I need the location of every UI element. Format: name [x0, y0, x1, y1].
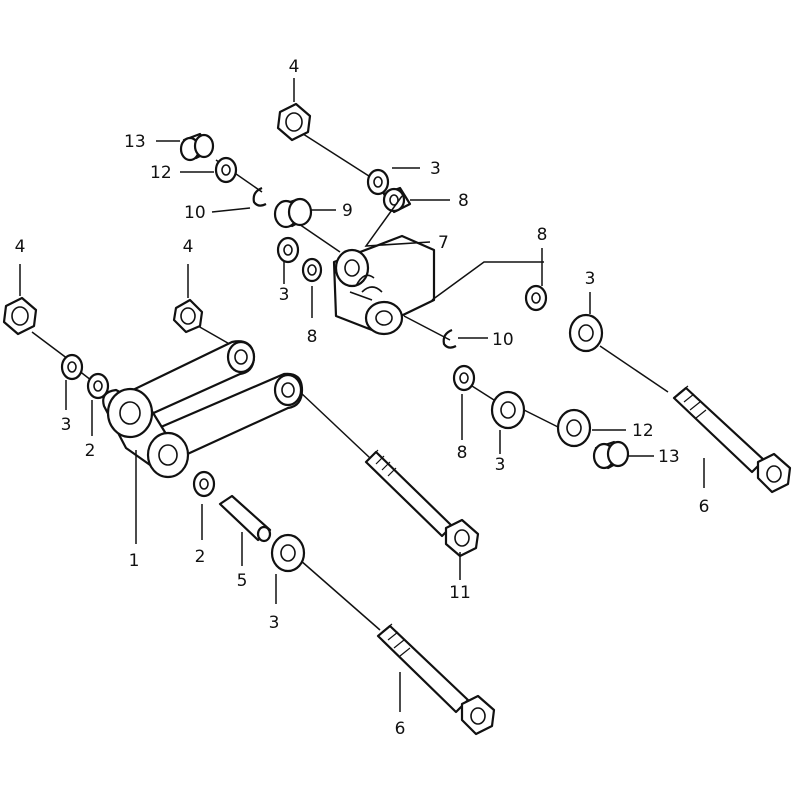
callout-6-right: 6	[699, 497, 710, 517]
pivot-block	[332, 234, 436, 336]
callout-8-top: 8	[458, 191, 469, 211]
callout-13-top: 13	[124, 132, 146, 152]
callout-labels: 4 4 4 13 12 10 9 3 8 7 8 3 3 8 10 8 3 12…	[15, 57, 710, 739]
callout-3-top-right: 3	[430, 159, 441, 179]
bolts	[364, 385, 792, 736]
callout-8-center: 8	[307, 327, 318, 347]
callout-5: 5	[237, 571, 248, 591]
callout-7: 7	[438, 233, 449, 253]
callout-2-left: 2	[85, 441, 96, 461]
callout-3-center: 3	[279, 285, 290, 305]
callout-3-left: 3	[61, 415, 72, 435]
callout-3-bottom: 3	[269, 613, 280, 633]
callout-4-middle: 4	[183, 237, 194, 257]
circlips	[252, 186, 457, 349]
callout-10-right: 10	[492, 330, 514, 350]
callout-12-lower: 12	[632, 421, 654, 441]
pin	[218, 494, 272, 543]
washers	[60, 156, 604, 573]
callout-6-bottom: 6	[395, 719, 406, 739]
callout-9: 9	[342, 201, 353, 221]
callout-2-lower: 2	[195, 547, 206, 567]
callout-8-right: 8	[537, 225, 548, 245]
callout-11: 11	[449, 583, 471, 603]
callout-12-top: 12	[150, 163, 172, 183]
callout-4-top: 4	[289, 57, 300, 77]
callout-10-top: 10	[184, 203, 206, 223]
callout-3-right: 3	[585, 269, 596, 289]
link-bracket	[102, 340, 304, 479]
leader-lines	[19, 78, 705, 712]
flange-nuts	[2, 102, 312, 336]
callout-4-left: 4	[15, 237, 26, 257]
callout-8-lower: 8	[457, 443, 468, 463]
callout-1: 1	[129, 551, 140, 571]
bushings	[86, 132, 630, 498]
callout-13-lower: 13	[658, 447, 680, 467]
callout-3-lower: 3	[495, 455, 506, 475]
